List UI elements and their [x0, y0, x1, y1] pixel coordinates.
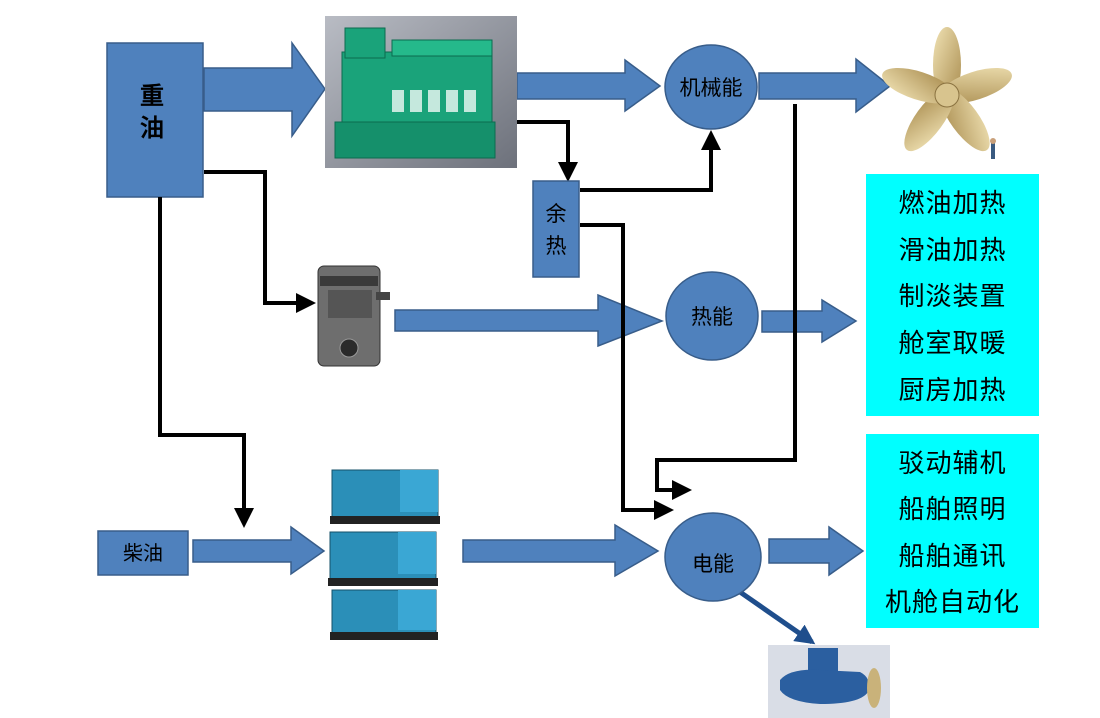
heat-use-item: 滑油加热 [898, 235, 1007, 266]
block-arrows [192, 40, 892, 578]
heat-use-item: 燃油加热 [898, 188, 1007, 219]
electrical-energy-label: 电能 [692, 552, 734, 576]
heavy-oil-label-2: 油 [140, 114, 164, 142]
propeller-icon [882, 27, 1012, 159]
waste-heat-label-2: 热 [546, 234, 567, 258]
diesel-oil-box: 柴油 [97, 530, 189, 576]
heat-use-item: 舱室取暖 [898, 329, 1007, 360]
pod-thruster-icon [768, 645, 890, 718]
heat-use-item: 厨房加热 [898, 376, 1007, 407]
arrow-engine-to-mech [516, 58, 662, 113]
electric-uses-panel: 驳动辅机 船舶照明 船舶通讯 机舱自动化 [866, 434, 1039, 628]
line-waste-heat-to-elec [580, 223, 674, 520]
electric-use-item: 船舶照明 [898, 495, 1007, 526]
electric-use-item: 机舱自动化 [884, 588, 1020, 619]
heavy-oil-label-1: 重 [140, 82, 164, 110]
line-engine-to-waste-heat [517, 120, 578, 182]
thermal-energy-label: 热能 [691, 305, 733, 329]
line-mech-to-elec [655, 104, 797, 500]
arrow-gensets-to-elec [462, 523, 660, 578]
generator-set-icon [328, 469, 440, 640]
diesel-oil-label: 柴油 [123, 541, 163, 565]
heat-use-item: 制淡装置 [898, 282, 1007, 313]
thermal-energy-node: 热能 [665, 271, 759, 361]
connector-lines [158, 104, 797, 528]
mechanical-energy-label: 机械能 [680, 76, 743, 100]
main-engine-icon [325, 16, 517, 168]
mechanical-energy-node: 机械能 [664, 44, 758, 130]
arrow-boiler-to-thermal [394, 293, 665, 348]
line-oil-to-gensets [158, 197, 254, 528]
arrow-thermal-to-heat-uses [761, 298, 858, 344]
arrow-mech-to-prop [758, 57, 892, 114]
waste-heat-box: 余 热 [532, 180, 580, 278]
electric-use-item: 船舶通讯 [898, 541, 1007, 572]
electric-use-item: 驳动辅机 [898, 448, 1007, 479]
arrow-oil-to-engine [203, 40, 326, 139]
waste-heat-label-1: 余 [546, 202, 567, 226]
arrow-elec-to-electric-uses [768, 525, 865, 577]
arrow-diesel-to-gensets [192, 525, 326, 576]
line-elec-to-pod [738, 589, 816, 645]
line-waste-heat-to-mech [580, 130, 721, 192]
heavy-oil-box: 重 油 [106, 42, 204, 198]
electrical-energy-node: 电能 [664, 512, 762, 602]
line-oil-to-boiler [204, 170, 316, 313]
boiler-icon [317, 265, 390, 367]
heat-uses-panel: 燃油加热 滑油加热 制淡装置 舱室取暖 厨房加热 [866, 174, 1039, 416]
